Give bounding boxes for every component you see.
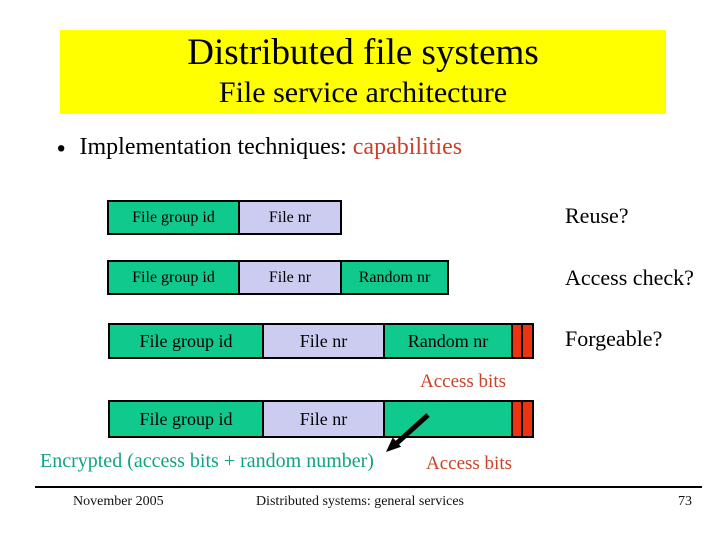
slide-header: Distributed file systems File service ar…	[60, 30, 666, 114]
access-bits-label-top: Access bits	[420, 371, 507, 392]
row1-box-file-group-id: File group id	[107, 200, 240, 235]
row4-access-bits-cell-2	[521, 400, 534, 438]
slide-title: Distributed file systems	[187, 32, 539, 73]
row3-label-forgeable: Forgeable?	[565, 326, 663, 351]
row1-label-reuse: Reuse?	[565, 203, 629, 228]
footer-date: November 2005	[73, 494, 164, 509]
row2-box-file-group-id: File group id	[107, 260, 240, 295]
footer-divider	[35, 486, 702, 488]
row2-label-access-check: Access check?	[565, 265, 694, 290]
row2-box-file-nr: File nr	[238, 260, 342, 295]
access-bits-label-bottom: Access bits	[426, 453, 513, 474]
row4-box-file-group-id: File group id	[108, 400, 264, 438]
row1-box-file-nr: File nr	[238, 200, 342, 235]
bullet-line: ● Implementation techniques: capabilities	[54, 134, 462, 162]
row3-box-random-nr: Random nr	[383, 323, 513, 359]
row3-box-file-group-id: File group id	[108, 323, 264, 359]
footer-page-number: 73	[678, 494, 692, 509]
row3-access-bits-cell-2	[521, 323, 534, 359]
encrypted-note: Encrypted (access bits + random number)	[40, 450, 374, 472]
bullet-highlight: capabilities	[352, 134, 463, 160]
bullet-text: Implementation techniques:	[79, 134, 353, 160]
row2-box-random-nr: Random nr	[340, 260, 449, 295]
slide-subtitle: File service architecture	[218, 76, 508, 109]
bullet-icon: ●	[56, 140, 66, 157]
arrow-icon	[386, 413, 430, 452]
footer-title: Distributed systems: general services	[255, 494, 464, 509]
row4-box-file-nr: File nr	[262, 400, 385, 438]
row3-box-file-nr: File nr	[262, 323, 385, 359]
